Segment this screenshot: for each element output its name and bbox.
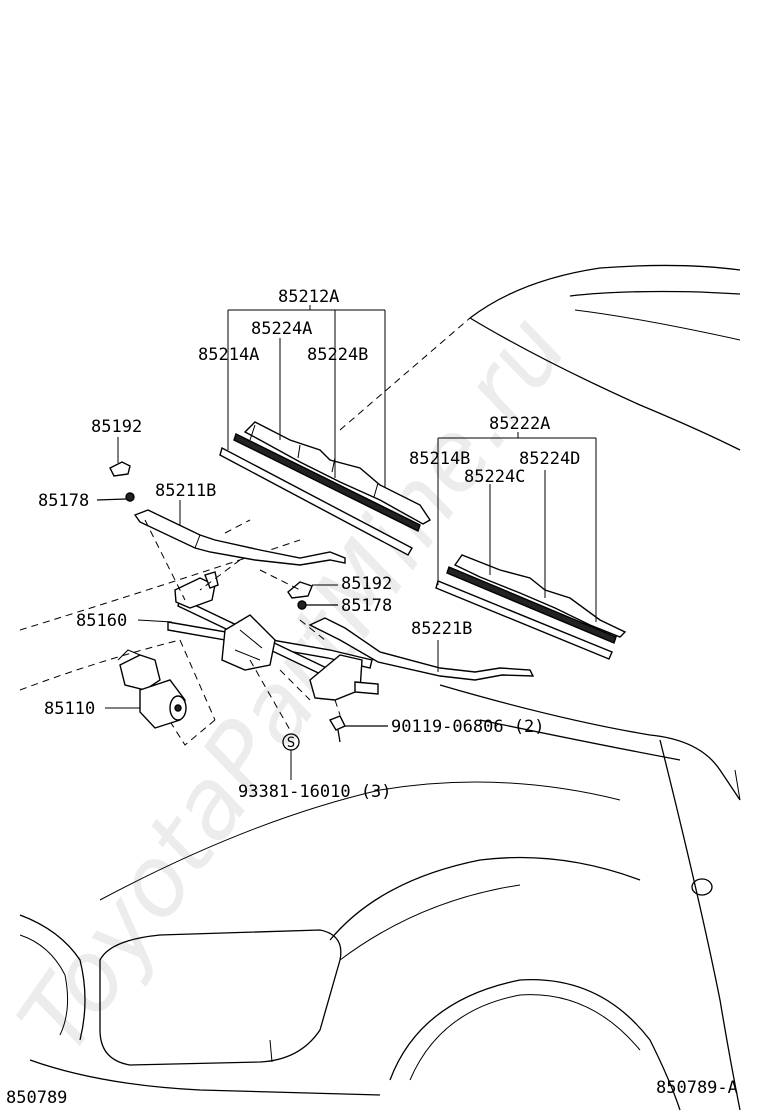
bolt-90119 [328,715,346,743]
leader-85160 [137,619,173,623]
body-curve-2 [339,884,521,961]
leader-85178-top [96,498,127,501]
cap-85192-mid [287,581,313,599]
wiper-link-85160 [144,519,379,746]
link-bracket-center [221,614,276,671]
wiper-arm-85221b [308,617,535,681]
label-93381: 93381-16010 (3) [238,782,392,802]
arm-dash-lines-2 [259,569,326,641]
fender-edge [659,739,741,1111]
motor-shaft [174,704,182,712]
hood-front-edge [439,684,741,801]
label-85192-top: 85192 [91,417,142,437]
hood-crease [469,317,741,451]
wiper-blade-85212a [219,421,431,556]
diagram-id-right: 850789-A [656,1078,738,1098]
wiper-motor-85110 [117,649,187,729]
label-85224a: 85224A [251,319,312,339]
leader-lines [96,305,597,780]
blade-frame-85224d [453,554,627,638]
bolt-dash-2 [334,699,341,716]
label-85224c: 85224C [464,467,525,487]
blade-rubber-85214a [219,446,413,556]
motor-connector [117,649,141,661]
wiper-blade-85222a [435,554,627,660]
label-85212a: 85212A [278,287,339,307]
nut-85178-mid [297,600,307,610]
cap-85192-top [109,461,131,477]
label-85222a: 85222A [489,414,550,434]
blade-refill-85224a [233,433,421,532]
blade-frame-85224b [243,421,431,525]
hood-front-edge-2 [479,719,681,761]
label-85221b: 85221B [411,619,472,639]
hood-center-line [99,781,621,901]
bolt-dash [249,659,311,731]
blade-frame-clips [249,424,379,498]
arm-dash-lines [144,519,241,601]
windshield-dash [339,317,471,431]
link-bracket-detail [234,629,263,661]
arm-body-85221b [308,617,535,681]
grille-edge-2 [19,934,69,1036]
label-85160: 85160 [76,611,127,631]
headlight [99,929,342,1066]
link-pivot-right-tab [354,681,379,695]
arm-body-85211b [133,509,346,566]
wheel-arch-inner [409,994,641,1081]
part-labels: 85212A 85224A 85214A 85224B 85192 85178 … [38,287,580,802]
roof-line-2 [574,309,741,341]
nut-85178-top [125,492,135,502]
label-85192-mid: 85192 [341,574,392,594]
label-85214b: 85214B [409,449,470,469]
roof-line [569,290,741,297]
wheel-arch [389,978,681,1111]
label-85211b: 85211B [155,481,216,501]
watermark-text: ToyotaPartMine.ru [0,295,589,1073]
motor-mount-dash [149,639,216,746]
wiper-arm-85211b [133,509,346,566]
s-symbol-letter: S [287,735,295,751]
label-85224b: 85224B [307,345,368,365]
cowl-dash-mid [224,519,251,534]
diagram-id-left: 850789 [6,1088,67,1108]
arm-joint-85211b [194,534,201,549]
car-body-outline [19,264,741,1111]
watermark: ToyotaPartMine.ru [0,295,589,1073]
link-pivot-left [174,577,216,609]
body-curve [329,856,641,941]
fender-detail [734,769,741,801]
hood-top-edge [469,264,741,319]
bolt-shank [337,729,341,743]
label-85110: 85110 [44,699,95,719]
label-90119: 90119-06806 (2) [391,717,545,737]
blade-refill-85224c [446,566,617,644]
blade-rubber-85214b [435,580,613,660]
side-marker [691,878,713,896]
grille-edge [19,914,86,1041]
label-85178-top: 85178 [38,491,89,511]
bumper-line [29,1059,381,1096]
label-85178-mid: 85178 [341,596,392,616]
cowl-dash-lower [19,639,181,691]
label-85224d: 85224D [519,449,580,469]
label-85214a: 85214A [198,345,259,365]
headlight-detail [269,1039,273,1063]
